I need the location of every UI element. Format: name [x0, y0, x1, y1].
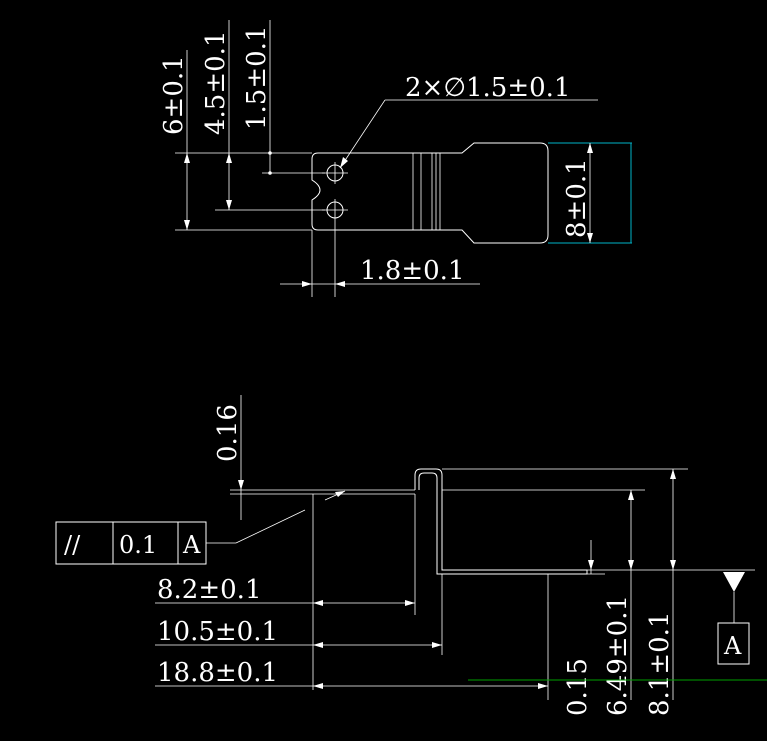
- dim-6-label: 6±0.1: [159, 55, 189, 135]
- dim-10-5-label: 10.5±0.1: [157, 617, 278, 647]
- dim-4-5-label: 4.5±0.1: [201, 31, 231, 135]
- datum-label: A: [723, 632, 742, 660]
- side-view: 0.16 // 0.1 A 8.2±0.1 10.5±0.1 18.8±0.1: [55, 395, 767, 716]
- hole-spec-label: 2×∅1.5±0.1: [405, 73, 570, 103]
- datum-triangle: [723, 572, 745, 592]
- tolerance-symbol: //: [64, 531, 81, 559]
- dim-1-8-label: 1.8±0.1: [360, 256, 464, 286]
- dim-1-5-label: 1.5±0.1: [242, 26, 272, 130]
- part-profile-side: [414, 468, 588, 575]
- dim-8-1-label: 8.1±0.1: [645, 612, 675, 716]
- top-view: 6±0.1 4.5±0.1 1.5±0.1 2×∅1.5±0.1 8±0.1 1…: [159, 20, 632, 297]
- dim-8-2-label: 8.2±0.1: [157, 575, 261, 605]
- datum-ref: A: [182, 531, 201, 559]
- dim-8-label: 8±0.1: [562, 158, 592, 238]
- dim-6-49-label: 6.49±0.1: [603, 595, 633, 716]
- dim-0-15-label: 0.15: [563, 658, 593, 716]
- part-outline-top: [311, 142, 549, 244]
- dim-0-16-label: 0.16: [213, 404, 243, 462]
- tolerance-value: 0.1: [119, 531, 157, 559]
- dim-18-8-label: 18.8±0.1: [157, 658, 278, 688]
